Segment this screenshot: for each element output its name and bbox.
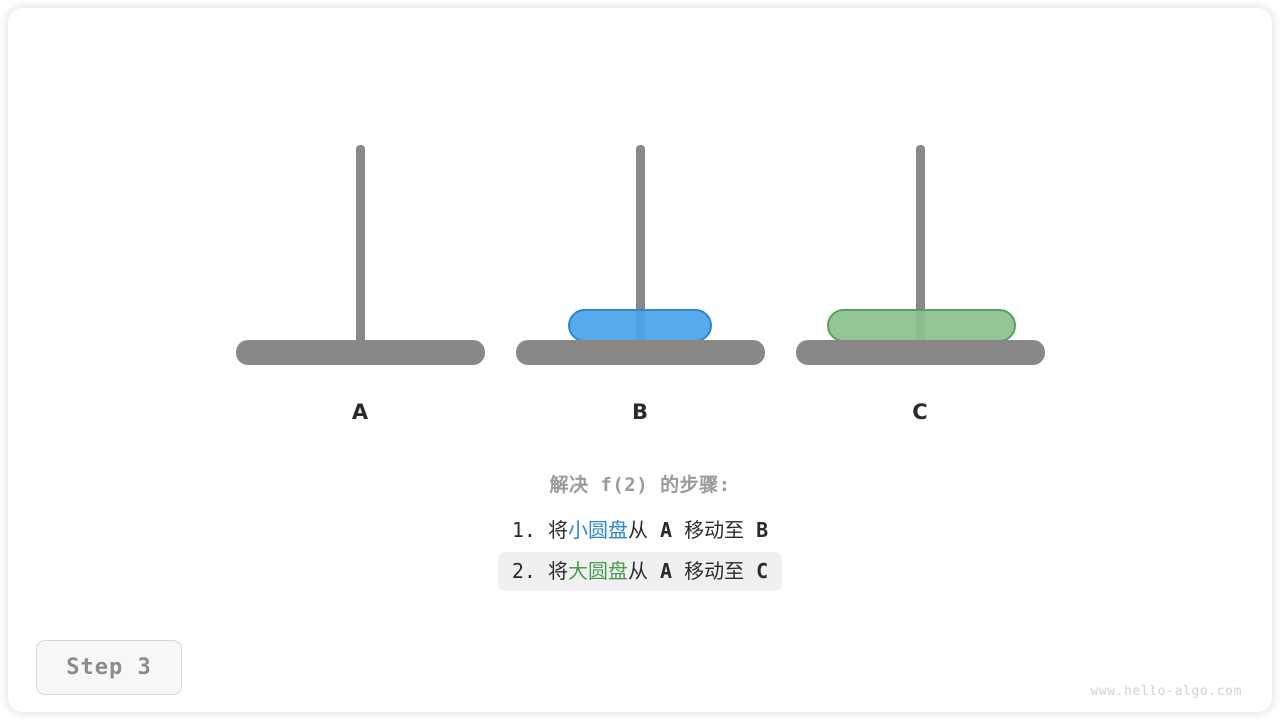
tower-base-a	[236, 340, 485, 365]
tower-base-b	[516, 340, 765, 365]
tower-pole-c	[916, 145, 925, 345]
watermark: www.hello-algo.com	[1090, 684, 1242, 699]
tower-pole-b	[636, 145, 645, 345]
step-badge: Step 3	[36, 640, 182, 695]
step-verb: 将	[547, 518, 568, 542]
step-disk-name: 大圆盘	[567, 559, 628, 583]
tower-base-c	[796, 340, 1045, 365]
step-to-peg: C	[756, 559, 769, 583]
tower-label-b: B	[631, 400, 648, 424]
tower-pole-a	[356, 145, 365, 345]
tower-label-a: A	[351, 400, 369, 424]
step-index: 2.	[511, 559, 536, 583]
step-disk-name: 小圆盘	[567, 518, 628, 542]
step-move-word: 移动至	[684, 518, 745, 542]
step-verb: 将	[547, 559, 568, 583]
caption-title: 解决 f(2) 的步骤:	[549, 474, 731, 496]
step-index: 1.	[511, 518, 536, 542]
disk-large-on-c	[827, 309, 1016, 342]
step-from-peg: A	[660, 518, 673, 542]
step-from-word: 从	[627, 518, 648, 542]
tower-label-c: C	[912, 400, 928, 424]
disk-small-on-b	[568, 309, 712, 342]
step-from-peg: A	[660, 559, 673, 583]
step-from-word: 从	[627, 559, 648, 583]
step-line-2: 2. 将大圆盘从 A 移动至 C	[497, 552, 783, 591]
step-move-word: 移动至	[684, 559, 745, 583]
step-to-peg: B	[756, 518, 769, 542]
step-line-1: 1. 将小圆盘从 A 移动至 B	[498, 511, 782, 550]
